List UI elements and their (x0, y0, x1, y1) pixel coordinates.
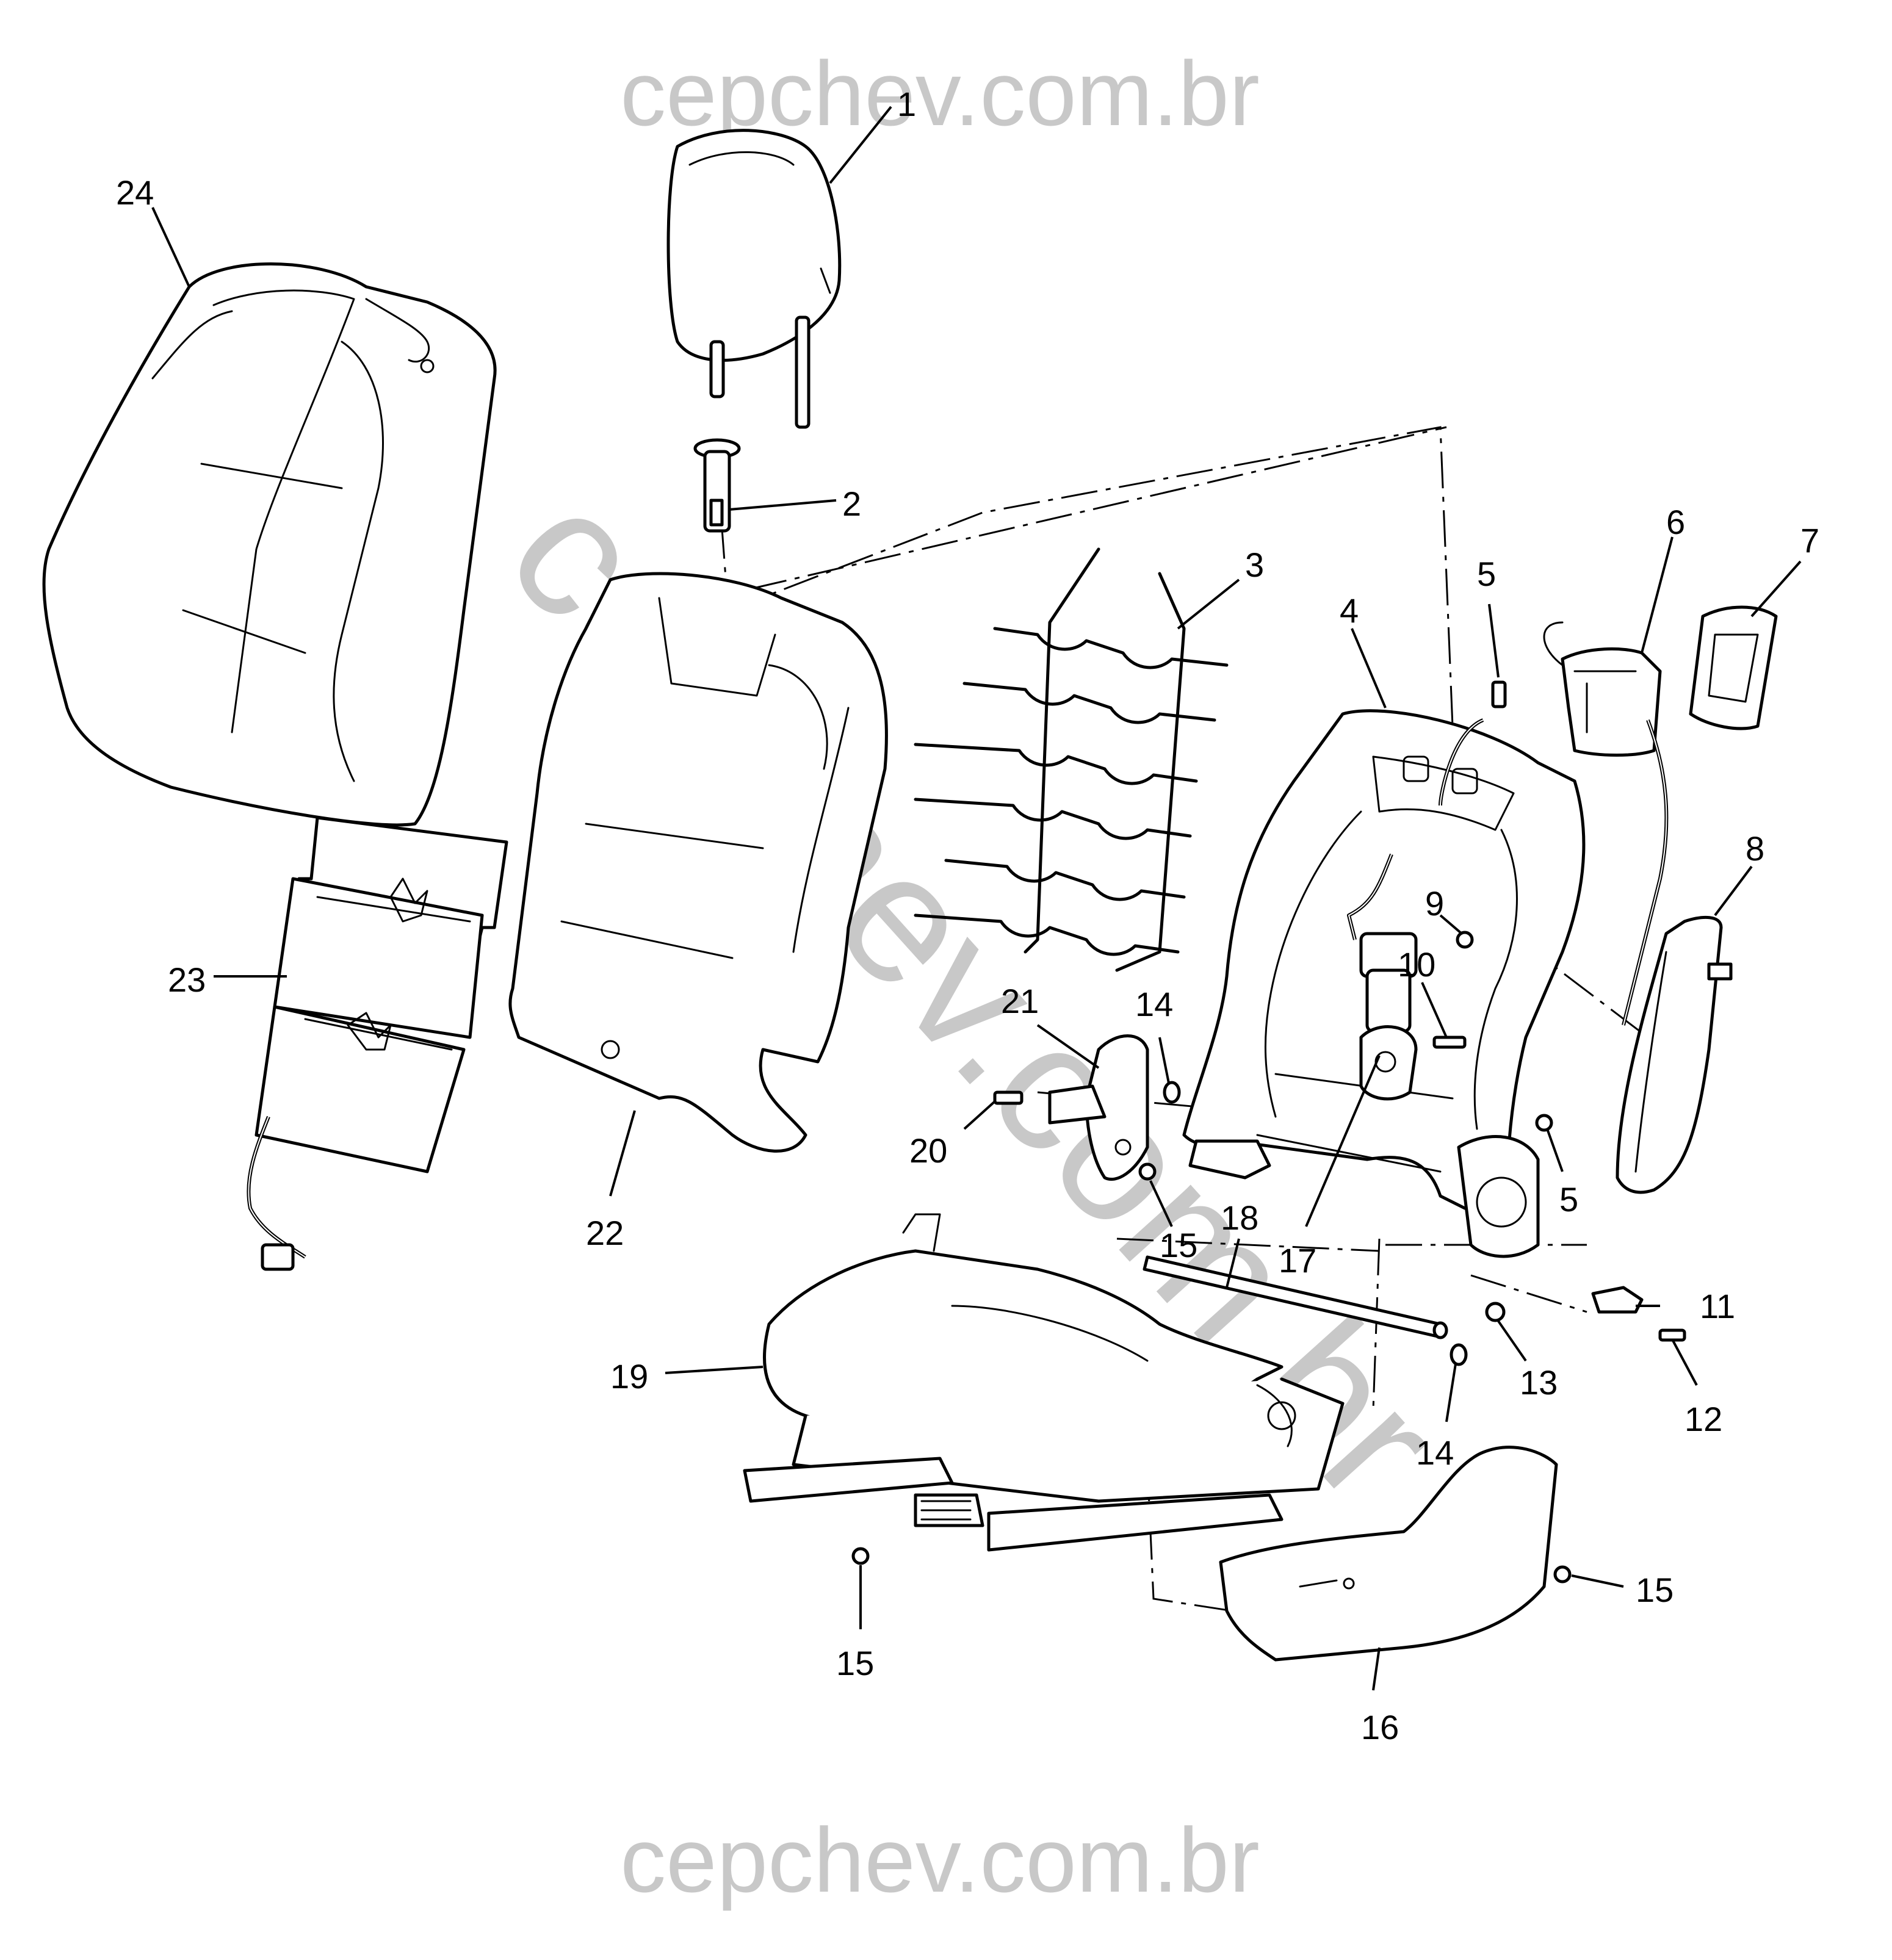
seat-side-shield-part (1219, 1446, 1558, 1662)
callout-1: 1 (897, 85, 916, 123)
callout-4: 4 (1340, 591, 1359, 630)
seatback-suspension-part (914, 547, 1229, 972)
head-restraint-guide-part (693, 438, 741, 533)
callout-5-upper: 5 (1477, 555, 1496, 593)
trim-bezel-part (1689, 605, 1778, 730)
callout-13: 13 (1520, 1363, 1558, 1402)
callout-5-lower: 5 (1559, 1180, 1578, 1219)
seatback-cover-part (42, 262, 497, 827)
leader-lines (151, 106, 1802, 1691)
callout-12: 12 (1684, 1400, 1722, 1438)
callout-24: 24 (116, 173, 154, 212)
callout-15-right: 15 (1636, 1571, 1674, 1609)
callout-16: 16 (1361, 1708, 1399, 1746)
callout-9: 9 (1425, 884, 1444, 923)
callout-10: 10 (1398, 945, 1435, 984)
callout-3: 3 (1245, 546, 1264, 584)
callout-21: 21 (1001, 982, 1039, 1020)
fasteners (851, 680, 1686, 1583)
watermark-bottom: cepchev.com.br (620, 1809, 1260, 1911)
side-trim-panel-part (1616, 915, 1733, 1194)
callout-19: 19 (610, 1357, 648, 1396)
callout-17: 17 (1279, 1241, 1316, 1280)
callout-15-left: 15 (836, 1644, 874, 1682)
head-restraint-part (666, 129, 842, 429)
callout-6: 6 (1666, 503, 1685, 541)
callout-22: 22 (586, 1214, 624, 1252)
recliner-cover-part (1048, 1034, 1149, 1181)
lumbar-module-part (1347, 621, 1669, 1026)
lumbar-motor-part (1359, 932, 1418, 1101)
watermark-top: cepchev.com.br (620, 42, 1260, 145)
callout-14-upper: 14 (1135, 985, 1173, 1023)
seat-cushion-part (743, 1213, 1345, 1552)
callout-2: 2 (842, 485, 861, 523)
callout-7: 7 (1800, 521, 1819, 560)
callout-23: 23 (168, 960, 206, 999)
callout-11: 11 (1700, 1287, 1735, 1325)
cross-rod-part (1143, 1255, 1448, 1339)
callout-labels: 1 2 3 4 5 6 7 8 9 10 5 11 12 13 14 14 15… (116, 85, 1819, 1746)
callout-20: 20 (909, 1131, 947, 1170)
callout-14-lower: 14 (1416, 1433, 1454, 1472)
seat-heater-mat-part (247, 816, 508, 1271)
callout-18: 18 (1221, 1198, 1258, 1237)
callout-15-upper: 15 (1160, 1226, 1197, 1264)
seatback-pad-part (508, 572, 888, 1153)
callout-8: 8 (1746, 829, 1764, 868)
